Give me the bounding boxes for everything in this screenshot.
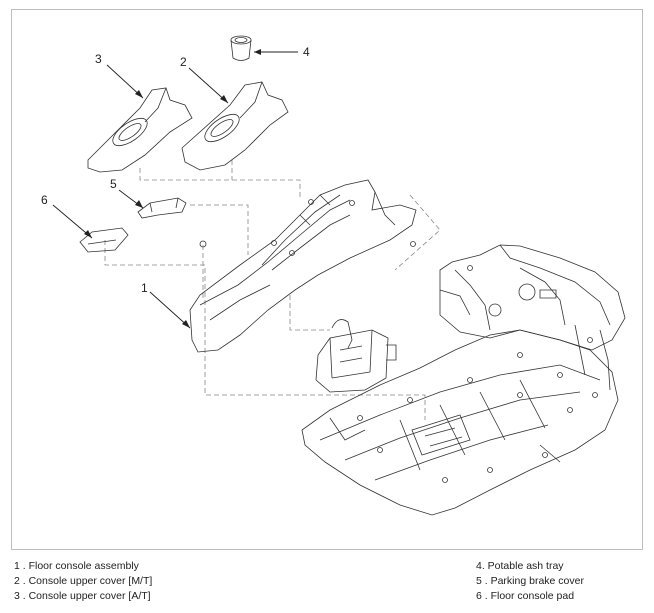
callout-5: 5	[110, 177, 117, 191]
legend-right: 4. Potable ash tray 5 . Parking brake co…	[476, 559, 584, 604]
diagram-frame	[11, 9, 643, 550]
legend-item-floor-console-assembly: 1 . Floor console assembly	[14, 560, 139, 572]
shift-lever-mechanism	[315, 319, 397, 393]
ash-tray-part	[230, 35, 252, 61]
fasteners	[199, 199, 416, 256]
callout-1: 1	[141, 281, 148, 295]
callout-3: 3	[95, 52, 102, 66]
upper-cover-at-part	[87, 87, 193, 173]
assembly-guide-lines	[104, 160, 441, 420]
callout-4: 4	[303, 45, 310, 59]
legend-left: 1 . Floor console assembly 2 . Console u…	[14, 559, 152, 604]
legend-item-parking-brake-cover: 5 . Parking brake cover	[476, 575, 584, 587]
parking-brake-cover-part	[137, 197, 187, 219]
vehicle-dashboard-frame	[439, 244, 626, 391]
callout-arrowheads	[84, 49, 261, 328]
callout-6: 6	[41, 193, 48, 207]
floor-console-assembly-part	[189, 179, 417, 353]
callout-leaders	[52, 51, 298, 329]
callout-2: 2	[180, 55, 187, 69]
legend-item-console-upper-cover-at: 3 . Console upper cover [A/T]	[14, 590, 151, 602]
floor-console-pad-part	[79, 227, 129, 253]
exploded-view-diagram: 3 2 4 5 6 1	[41, 35, 626, 516]
legend-item-ash-tray: 4. Potable ash tray	[476, 560, 564, 572]
upper-cover-mt-part	[181, 81, 289, 171]
legend-item-floor-console-pad: 6 . Floor console pad	[476, 590, 575, 602]
legend-item-console-upper-cover-mt: 2 . Console upper cover [M/T]	[14, 575, 153, 587]
vehicle-floor-pan	[301, 329, 619, 516]
